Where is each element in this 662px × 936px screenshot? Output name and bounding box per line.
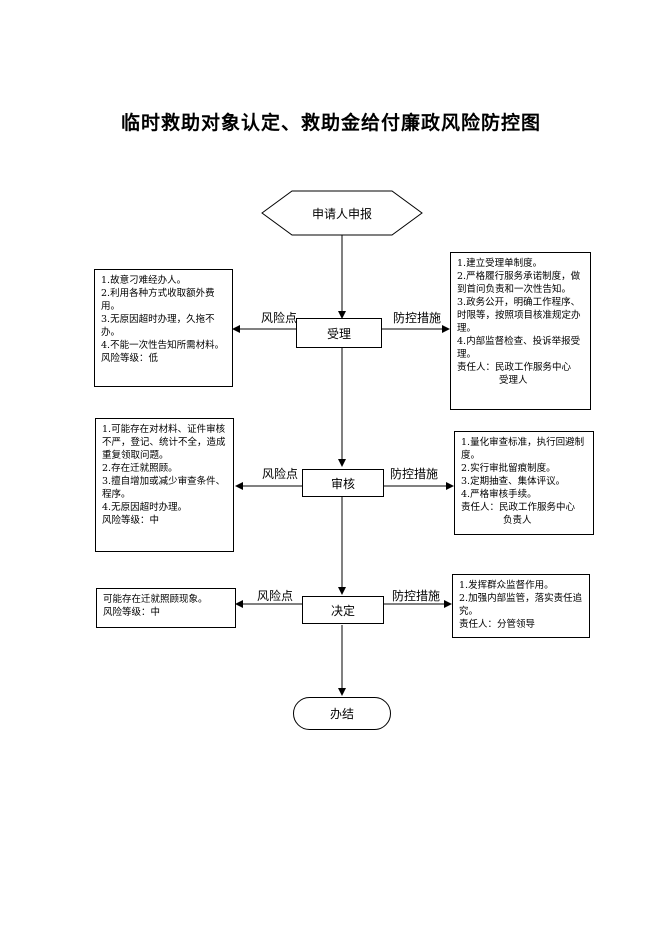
responsible-person: 责任人：民政工作服务中心: [461, 502, 576, 513]
end-node: 办结: [293, 697, 391, 730]
risk-level: 风险等级：中: [103, 607, 161, 618]
responsible-role: 负责人: [503, 515, 532, 526]
step-decide: 决定: [302, 596, 384, 624]
measure-box-decide: 1.发挥群众监督作用。 2.加强内部监管，落实责任追究。 责任人：分管领导: [452, 574, 590, 638]
risk-item: 可能存在迁就照顾现象。: [103, 594, 208, 605]
start-node: 申请人申报: [311, 206, 372, 221]
measure-box-review: 1.量化审查标准，执行回避制度。 2.实行审批留痕制度。 3.定期抽查、集体评议…: [454, 431, 594, 535]
measure-item: 2.严格履行服务承诺制度，做到首问负责和一次性告知。: [457, 271, 581, 295]
measure-item: 2.加强内部监管，落实责任追究。: [459, 593, 583, 617]
risk-point-label-3: 风险点: [257, 589, 294, 603]
risk-point-label-2: 风险点: [262, 467, 299, 481]
risk-item: 4.无原因超时办理。: [102, 502, 188, 513]
control-label-2: 防控措施: [390, 467, 439, 481]
step-review: 审核: [302, 469, 384, 497]
risk-item: 1.故意刁难经办人。: [101, 275, 187, 286]
responsible-person: 责任人：民政工作服务中心: [457, 362, 572, 373]
risk-item: 4.不能一次性告知所需材料。: [101, 340, 225, 351]
risk-item: 2.利用各种方式收取额外费用。: [101, 288, 215, 312]
responsible-role: 受理人: [499, 375, 528, 386]
measure-box-accept: 1.建立受理单制度。 2.严格履行服务承诺制度，做到首问负责和一次性告知。 3.…: [450, 252, 591, 410]
measure-item: 4.严格审核手续。: [461, 489, 537, 500]
measure-item: 1.建立受理单制度。: [457, 258, 543, 269]
risk-box-decide: 可能存在迁就照顾现象。 风险等级：中: [96, 588, 236, 628]
control-label-1: 防控措施: [393, 311, 442, 325]
measure-item: 1.发挥群众监督作用。: [459, 580, 554, 591]
risk-item: 2.存在迁就照顾。: [102, 463, 178, 474]
control-label-3: 防控措施: [392, 589, 441, 603]
measure-item: 1.量化审查标准，执行回避制度。: [461, 437, 585, 461]
risk-item: 3.擅自增加或减少审查条件、程序。: [102, 476, 226, 500]
start-hexagon: [261, 190, 423, 236]
measure-item: 2.实行审批留痕制度。: [461, 463, 556, 474]
measure-item: 3.政务公开，明确工作程序、时限等，按照项目核准规定办理。: [457, 297, 581, 334]
risk-level: 风险等级：中: [102, 515, 160, 526]
risk-level: 风险等级：低: [101, 353, 159, 364]
measure-item: 3.定期抽查、集体评议。: [461, 476, 566, 487]
risk-box-accept: 1.故意刁难经办人。 2.利用各种方式收取额外费用。 3.无原因超时办理，久拖不…: [94, 269, 233, 387]
responsible-person: 责任人：分管领导: [459, 619, 536, 630]
measure-item: 4.内部监督检查、投诉举报受理。: [457, 336, 581, 360]
risk-box-review: 1.可能存在对材料、证件审核不严，登记、统计不全，造成重复领取问题。 2.存在迁…: [95, 418, 234, 552]
page-title: 临时救助对象认定、救助金给付廉政风险防控图: [120, 112, 541, 134]
step-accept: 受理: [296, 318, 382, 348]
risk-item: 3.无原因超时办理，久拖不办。: [101, 314, 215, 338]
risk-item: 1.可能存在对材料、证件审核不严，登记、统计不全，造成重复领取问题。: [102, 424, 226, 461]
risk-point-label-1: 风险点: [261, 311, 298, 325]
